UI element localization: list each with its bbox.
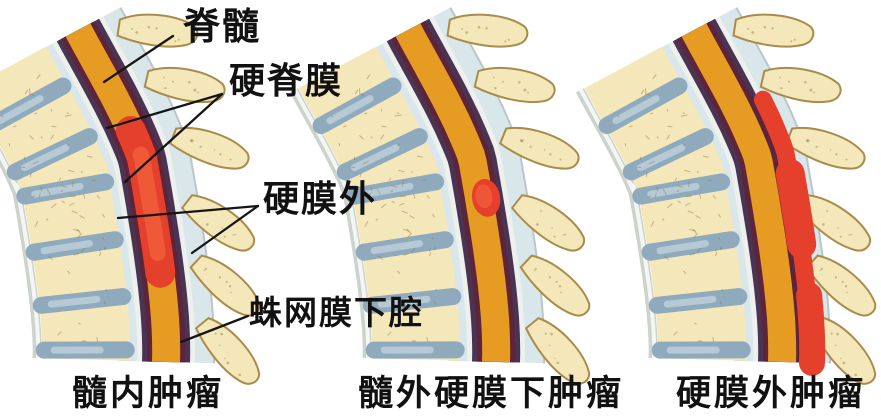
label-spinal-cord: 脊髓 [183,6,261,47]
caption-extramedullary-subdural-tumor: 髓外硬膜下肿瘤 [357,374,625,413]
caption-intramedullary-tumor: 髓内肿瘤 [71,374,225,413]
label-dura-mater: 硬脊膜 [229,60,344,101]
label-subarachnoid-space: 蛛网膜下腔 [249,294,424,331]
spine-illustration-subdural-extramedullary [289,0,591,402]
spine-illustration-epidural [575,0,877,402]
label-epidural-space: 硬膜外 [263,178,378,219]
caption-epidural-tumor: 硬膜外肿瘤 [675,374,867,413]
